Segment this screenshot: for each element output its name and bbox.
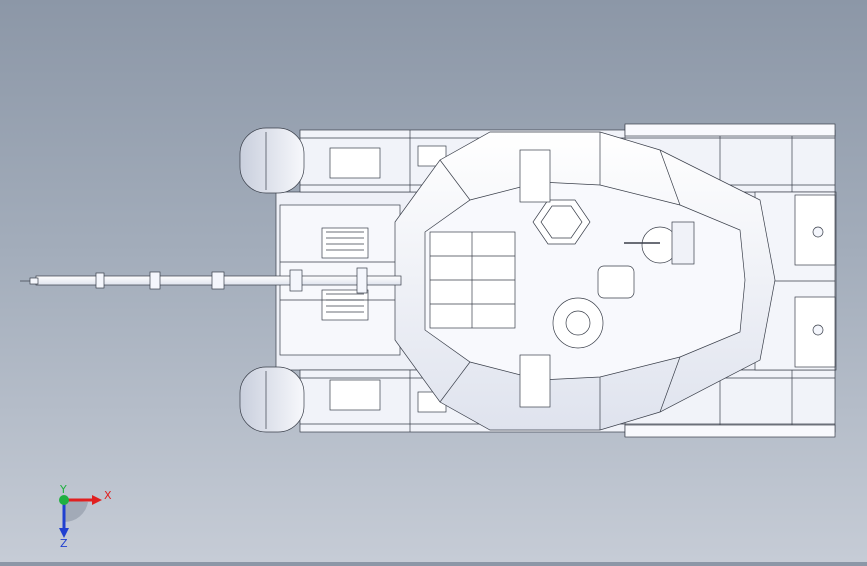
gunner-hatch [552, 297, 604, 349]
y-axis-label: Y [59, 483, 67, 496]
y-axis-dot [59, 495, 69, 505]
main-gun-barrel [20, 267, 402, 294]
triad-shading [64, 500, 88, 523]
axis-triad: X Y Z [44, 480, 124, 550]
commander-hatch [532, 199, 591, 245]
turret [394, 131, 776, 431]
z-axis-arrowhead [59, 528, 69, 538]
x-axis-label: X [104, 489, 112, 502]
z-axis-label: Z [60, 537, 68, 550]
x-axis-arrowhead [92, 495, 102, 505]
